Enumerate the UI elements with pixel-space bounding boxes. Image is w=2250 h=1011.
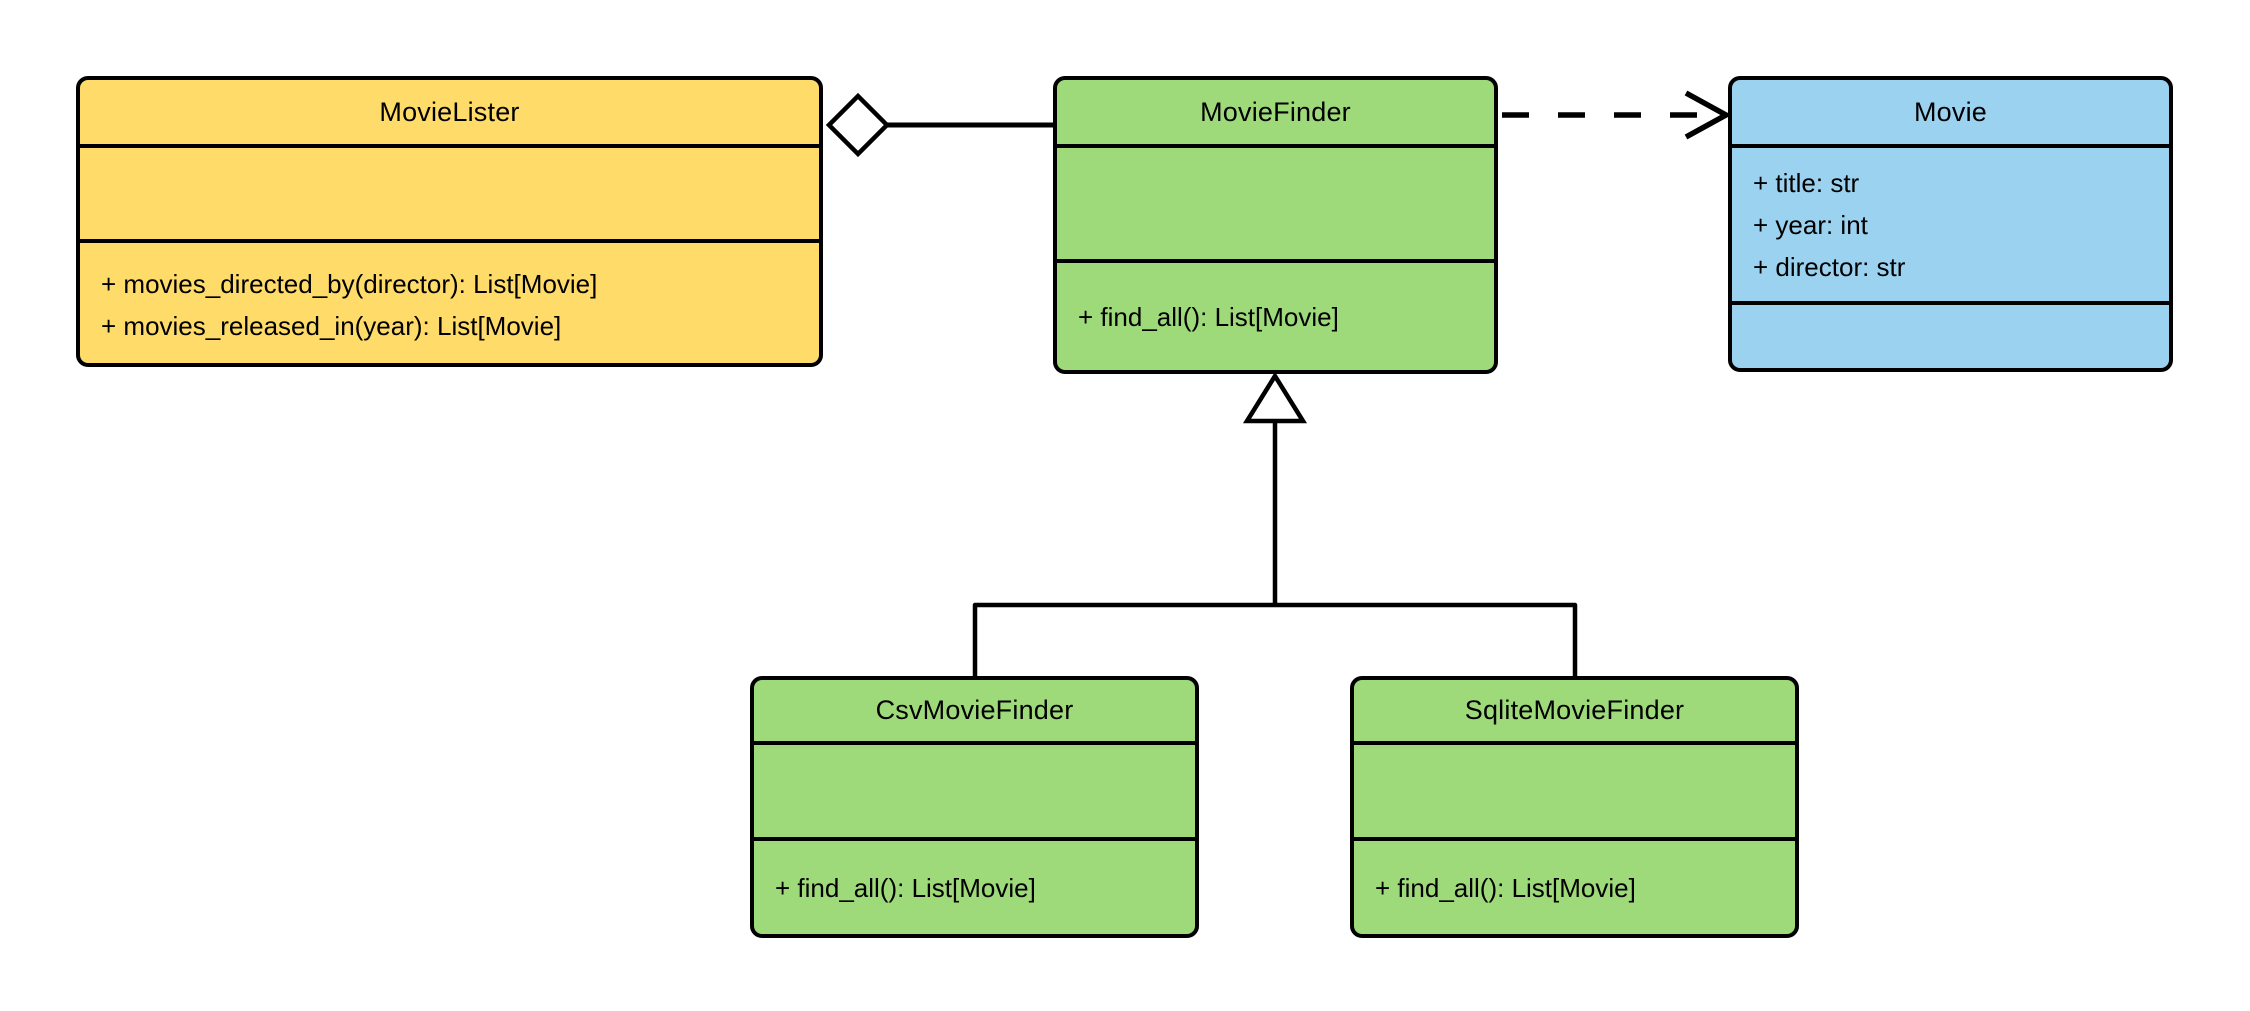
methods-section: + find_all(): List[Movie] bbox=[754, 837, 1195, 934]
method-label: + find_all(): List[Movie] bbox=[1375, 872, 1636, 903]
class-node-movie[interactable]: Movie + title: str + year: int + directo… bbox=[1728, 76, 2173, 372]
class-name-label: MovieFinder bbox=[1200, 96, 1351, 127]
aggregation-connector bbox=[825, 92, 1055, 158]
attributes-section bbox=[754, 741, 1195, 837]
method-label: + movies_released_in(year): List[Movie] bbox=[101, 311, 562, 341]
attribute-label: + year: int bbox=[1753, 209, 1868, 240]
attributes-section: + title: str + year: int + director: str bbox=[1732, 144, 2169, 301]
class-node-moviefinder[interactable]: MovieFinder + find_all(): List[Movie] bbox=[1053, 76, 1498, 374]
aggregation-diamond-icon bbox=[825, 92, 891, 158]
inheritance-triangle-icon bbox=[1242, 371, 1308, 424]
class-name-label: CsvMovieFinder bbox=[875, 695, 1074, 725]
methods-section: + find_all(): List[Movie] bbox=[1354, 837, 1795, 934]
class-name-label: SqliteMovieFinder bbox=[1464, 695, 1685, 725]
methods-section: + movies_directed_by(director): List[Mov… bbox=[80, 239, 819, 363]
methods-section: + find_all(): List[Movie] bbox=[1057, 259, 1494, 370]
class-node-csvmoviefinder[interactable]: CsvMovieFinder + find_all(): List[Movie] bbox=[750, 676, 1199, 938]
class-node-sqlitemoviefinder[interactable]: SqliteMovieFinder + find_all(): List[Mov… bbox=[1350, 676, 1799, 938]
dependency-arrowhead-icon bbox=[1684, 90, 1732, 140]
attributes-section bbox=[1057, 144, 1494, 259]
method-label: + movies_directed_by(director): List[Mov… bbox=[101, 269, 598, 299]
inheritance-connector bbox=[972, 371, 1578, 676]
inheritance-lines bbox=[972, 420, 1578, 676]
class-node-movielister[interactable]: MovieLister + movies_directed_by(directo… bbox=[76, 76, 823, 367]
attributes-section bbox=[1354, 741, 1795, 837]
attribute-label: + title: str bbox=[1753, 167, 1860, 198]
method-label: + find_all(): List[Movie] bbox=[1078, 301, 1339, 332]
method-label: + find_all(): List[Movie] bbox=[775, 872, 1036, 903]
dependency-connector bbox=[1502, 90, 1732, 140]
attributes-section bbox=[80, 144, 819, 239]
methods-section bbox=[1732, 301, 2169, 368]
class-name-label: MovieLister bbox=[379, 96, 520, 127]
class-name-label: Movie bbox=[1913, 96, 1988, 127]
attribute-label: + director: str bbox=[1753, 251, 1906, 282]
